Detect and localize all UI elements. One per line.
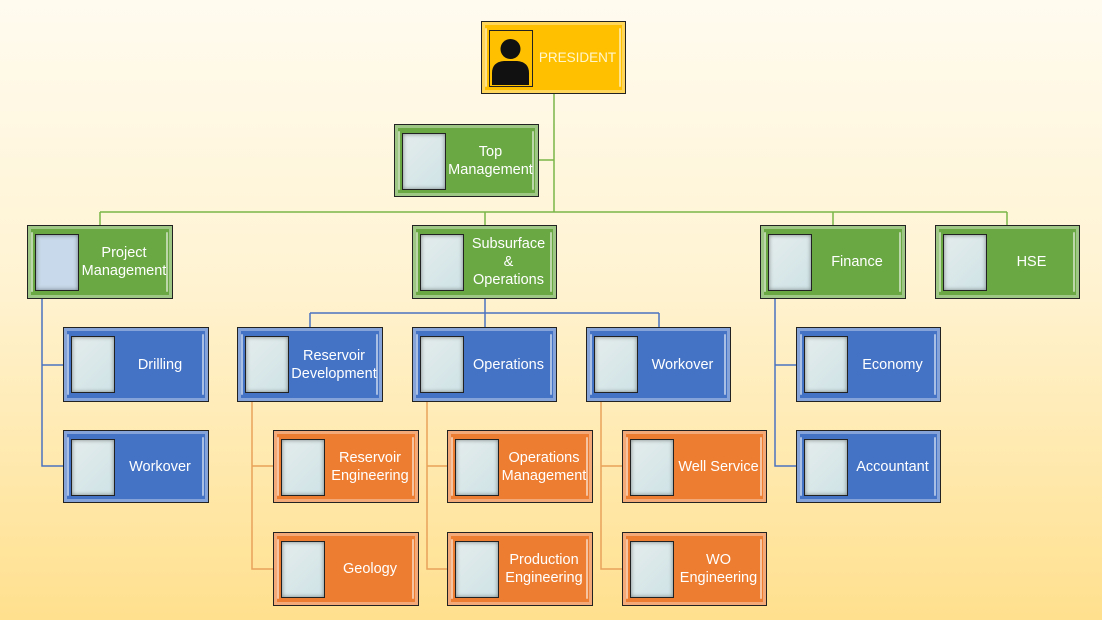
node-label: Workover [651,356,714,373]
node-label: Workover [129,458,191,475]
node-label: WO Engineering [679,552,758,586]
node-label: Production Engineering [505,552,583,586]
connector-resdev-children [251,402,273,570]
photo-placeholder [420,234,464,291]
node-economy[interactable]: Economy [796,327,941,402]
node-label: Project Management [81,245,167,279]
node-subsurface-operations[interactable]: Subsurface & Operations [412,225,557,299]
node-accountant[interactable]: Accountant [796,430,941,503]
node-reservoir-development[interactable]: Reservoir Development [237,327,383,402]
node-operations-management[interactable]: Operations Management [447,430,593,503]
connector-finance-children [774,299,796,467]
node-label: HSE [1016,254,1047,270]
photo-placeholder [489,30,533,87]
connector-workover-children [600,402,622,570]
node-label: Reservoir Development [291,347,377,382]
photo-placeholder [281,439,325,496]
photo-placeholder [35,234,79,291]
photo-placeholder [804,336,848,393]
photo-placeholder [71,336,115,393]
node-finance[interactable]: Finance [760,225,906,299]
photo-placeholder [281,541,325,598]
node-project-management[interactable]: Project Management [27,225,173,299]
node-label: Top Management [448,143,533,178]
node-label: PRESIDENT [538,49,617,65]
node-label: Finance [831,254,883,270]
photo-placeholder [245,336,289,393]
node-wo-engineering[interactable]: WO Engineering [622,532,767,606]
node-label: Operations [473,356,544,373]
node-well-service[interactable]: Well Service [622,430,767,503]
photo-placeholder [804,439,848,496]
photo-placeholder [455,439,499,496]
node-label: Subsurface & Operations [471,236,546,288]
photo-placeholder [402,133,446,190]
node-production-engineering[interactable]: Production Engineering [447,532,593,606]
node-drilling[interactable]: Drilling [63,327,209,402]
photo-placeholder [71,439,115,496]
node-label: Economy [862,356,923,373]
photo-placeholder [455,541,499,598]
photo-placeholder [420,336,464,393]
node-geology[interactable]: Geology [273,532,419,606]
person-icon [492,39,529,85]
connector-operations-children [426,402,447,570]
node-operations[interactable]: Operations [412,327,557,402]
photo-placeholder [630,541,674,598]
node-label: Well Service [678,458,759,475]
photo-placeholder [768,234,812,291]
node-label: Operations Management [501,449,587,484]
connector-pm-children [41,299,63,467]
node-so-workover[interactable]: Workover [586,327,731,402]
node-label: Reservoir Engineering [331,449,409,484]
photo-placeholder [630,439,674,496]
node-label: Accountant [856,458,929,475]
node-label: Drilling [137,356,183,373]
node-pm-workover[interactable]: Workover [63,430,209,503]
node-reservoir-engineering[interactable]: Reservoir Engineering [273,430,419,503]
node-label: Geology [342,561,397,577]
photo-placeholder [594,336,638,393]
photo-placeholder [943,234,987,291]
node-top-management[interactable]: Top Management [394,124,539,197]
node-president[interactable]: PRESIDENT [481,21,626,94]
node-hse[interactable]: HSE [935,225,1080,299]
